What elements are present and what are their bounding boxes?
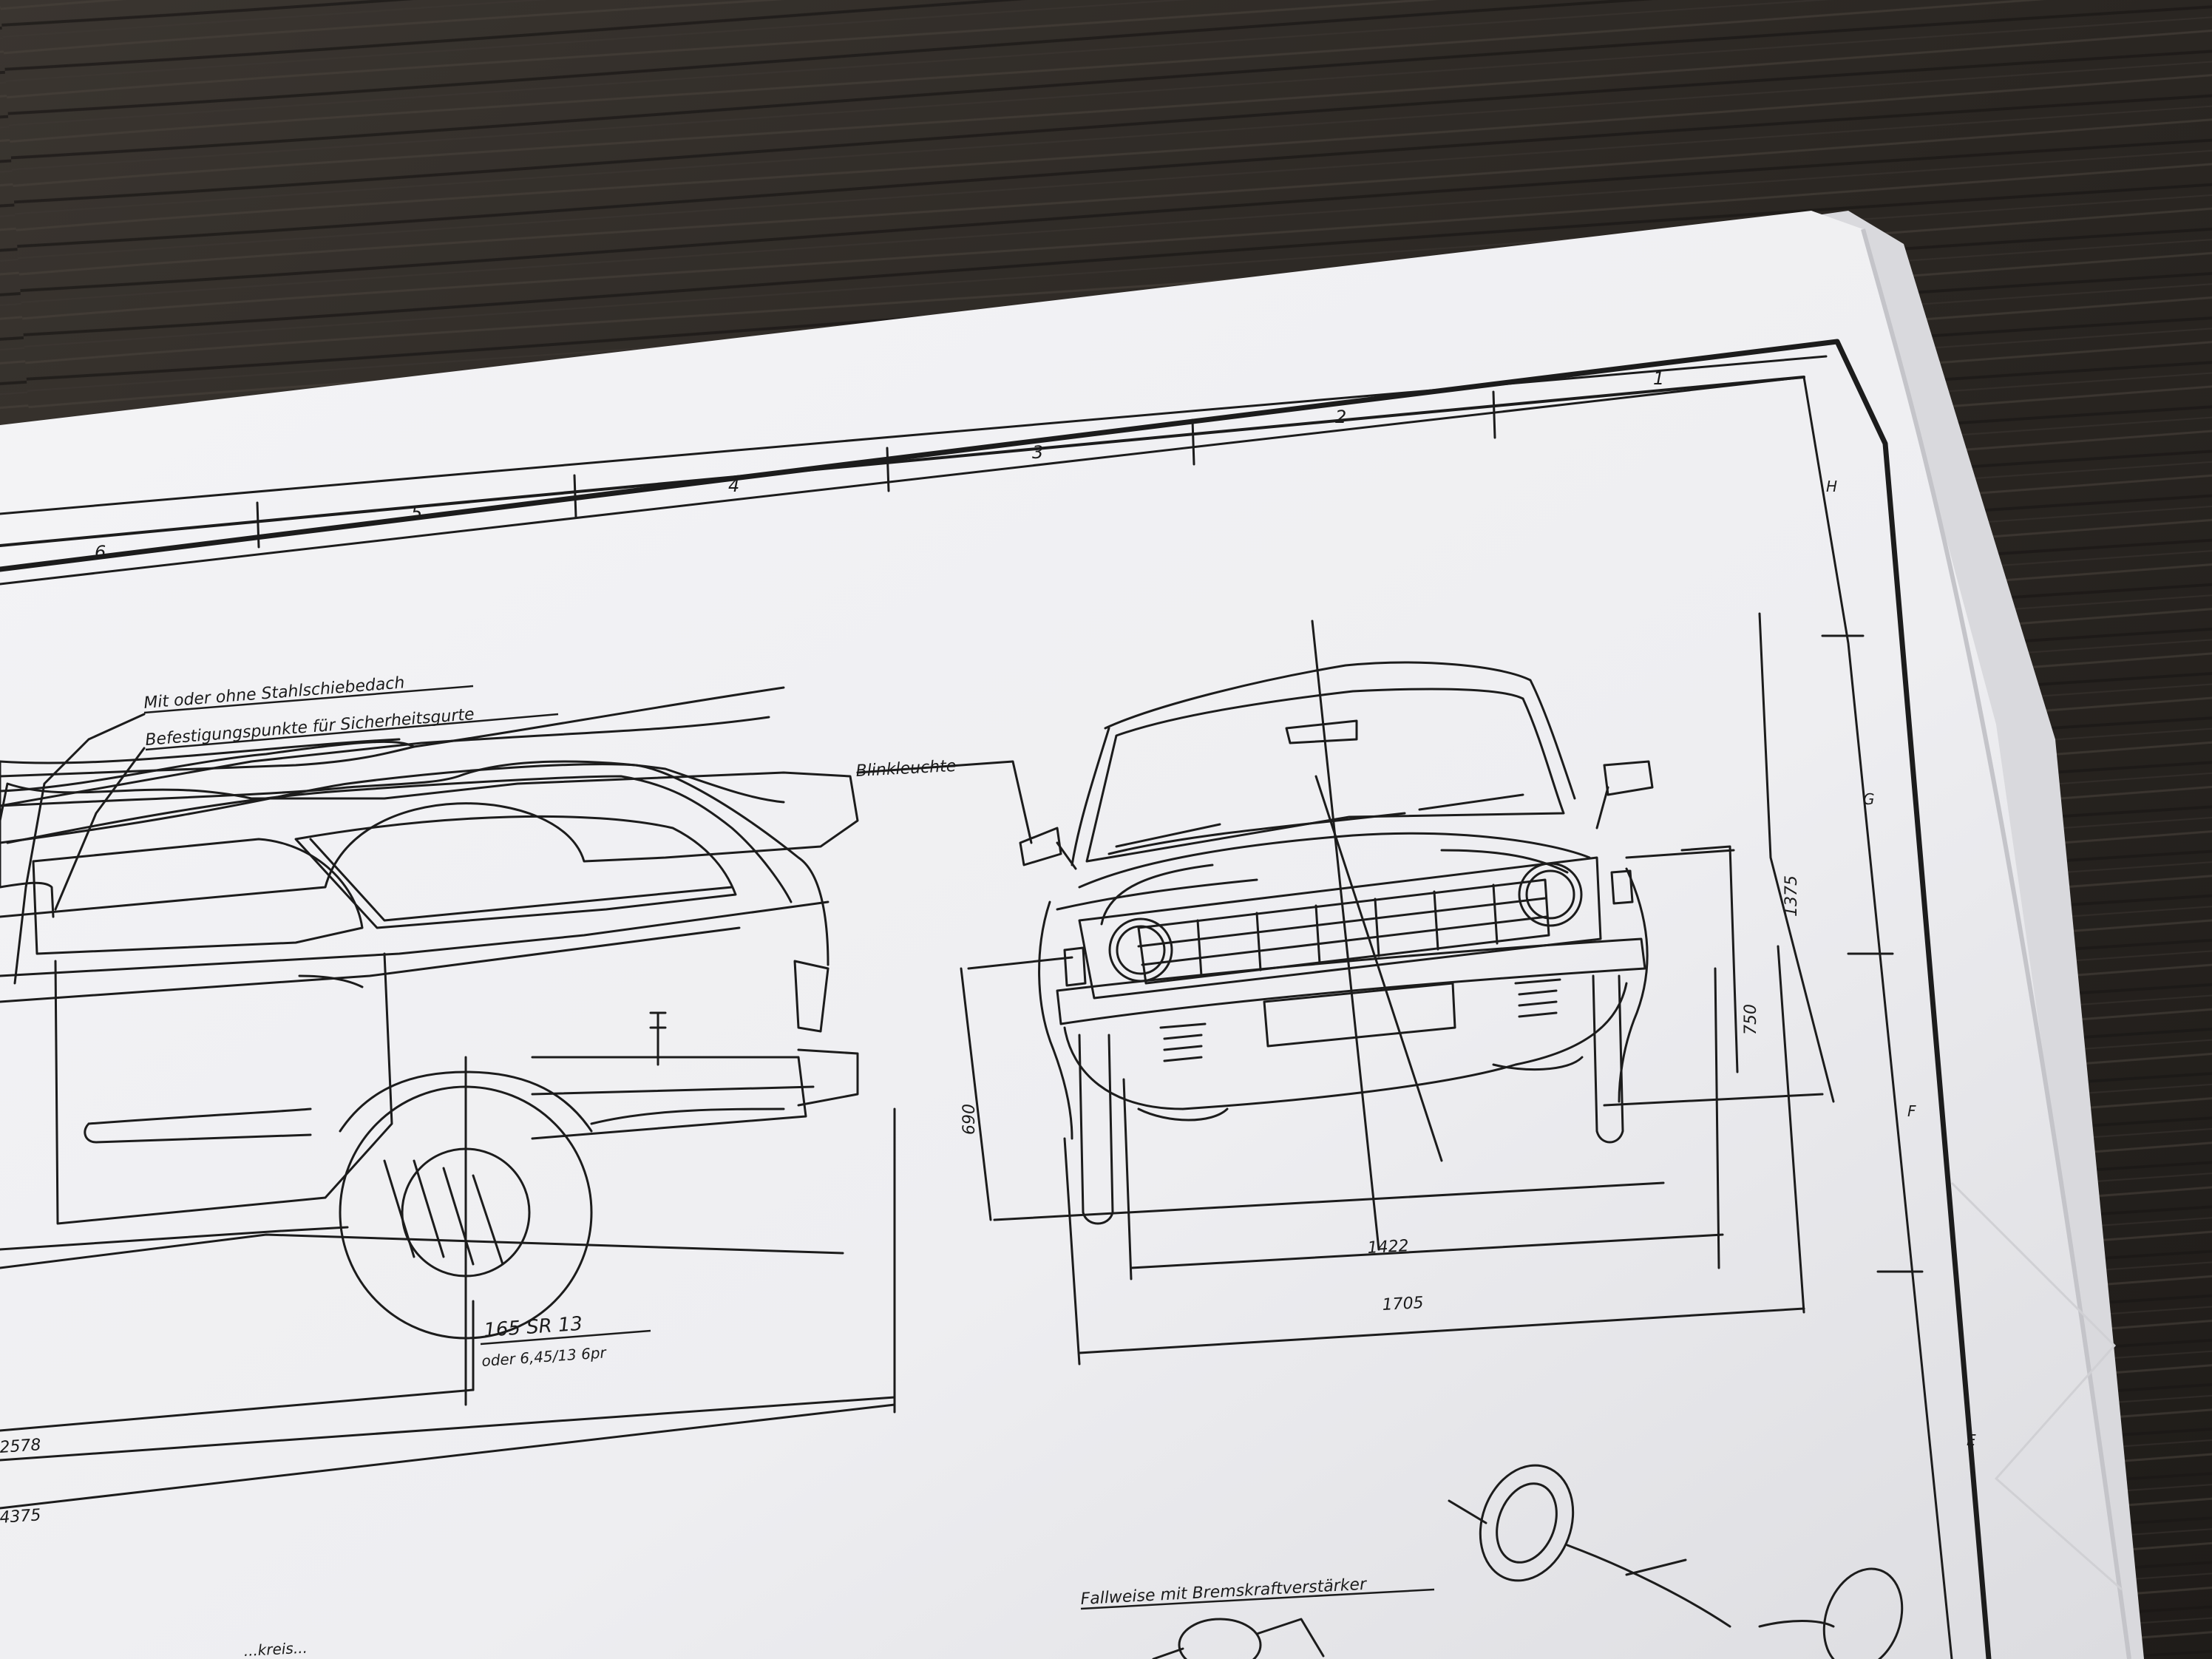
dim-height: 1375 xyxy=(1782,875,1801,917)
grid-col-4: 4 xyxy=(728,475,739,496)
dim-width: 1705 xyxy=(1382,1294,1424,1314)
car-front-view xyxy=(856,612,1835,1365)
dim-bumper: 750 xyxy=(1742,1004,1760,1035)
grid-col-6: 6 xyxy=(95,542,106,563)
grid-row-f: F xyxy=(1907,1102,1916,1120)
grid-col-2: 2 xyxy=(1335,407,1346,427)
grid-row-e: E xyxy=(1967,1431,1976,1449)
grid-col-1: 1 xyxy=(1653,368,1664,389)
grid-col-5: 5 xyxy=(411,503,422,523)
grid-row-h: H xyxy=(1826,478,1837,495)
grid-labels: 6 5 4 3 2 1 H G F E xyxy=(95,368,1976,1449)
grid-row-g: G xyxy=(1863,790,1875,808)
dim-wheelbase: 2578 xyxy=(0,1436,41,1457)
drawing-frame xyxy=(0,339,1992,1659)
dim-light: 690 xyxy=(960,1104,979,1135)
paper-sheet xyxy=(0,211,2144,1659)
dim-track: 1422 xyxy=(1367,1237,1409,1258)
dim-length: 4375 xyxy=(0,1506,41,1527)
car-side-view xyxy=(0,686,896,1510)
note-brake-left: ...kreis... xyxy=(243,1639,308,1659)
grid-col-3: 3 xyxy=(1032,442,1043,463)
brake-assembly xyxy=(1152,1464,1904,1659)
